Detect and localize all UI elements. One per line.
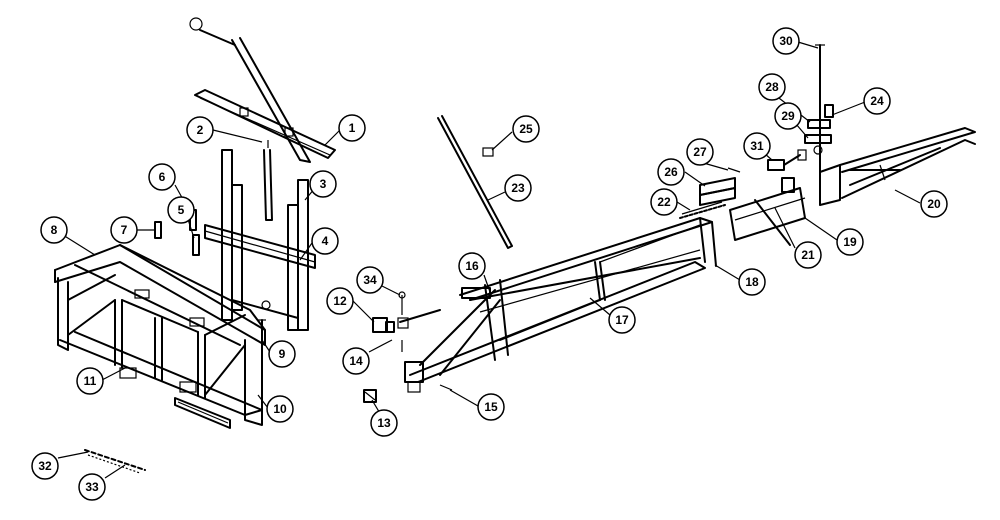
bolt-assembly-31 <box>767 149 807 171</box>
chain-32-33 <box>84 449 146 474</box>
center-frame-assembly <box>54 244 266 426</box>
callout-1: 1 <box>338 114 366 142</box>
callout-17: 17 <box>608 306 636 334</box>
callout-31: 31 <box>743 132 771 160</box>
svg-text:30: 30 <box>779 34 793 48</box>
svg-text:12: 12 <box>333 294 347 308</box>
callout-3: 3 <box>309 170 337 198</box>
bracket-26-27 <box>699 167 741 206</box>
svg-text:4: 4 <box>322 234 329 248</box>
svg-text:19: 19 <box>843 235 857 249</box>
callout-14: 14 <box>342 347 370 375</box>
svg-text:14: 14 <box>349 354 363 368</box>
pivot-hardware <box>363 291 441 403</box>
callout-12: 12 <box>326 287 354 315</box>
callout-9: 9 <box>268 340 296 368</box>
svg-text:29: 29 <box>781 109 795 123</box>
callout-28: 28 <box>758 73 786 101</box>
svg-text:1: 1 <box>349 121 356 135</box>
callout-4: 4 <box>311 227 339 255</box>
callout-33: 33 <box>78 473 106 501</box>
callout-27: 27 <box>686 138 714 166</box>
callout-13: 13 <box>370 409 398 437</box>
breakaway-assembly <box>804 44 834 181</box>
svg-text:8: 8 <box>51 223 58 237</box>
pin-15 <box>439 384 453 391</box>
callout-22: 22 <box>650 188 678 216</box>
callout-18: 18 <box>738 268 766 296</box>
lift-mast <box>204 149 316 331</box>
svg-text:3: 3 <box>320 177 327 191</box>
callout-5: 5 <box>167 196 195 224</box>
lift-cylinder <box>263 140 273 221</box>
callout-21: 21 <box>794 241 822 269</box>
callout-29: 29 <box>774 102 802 130</box>
svg-text:27: 27 <box>693 145 707 159</box>
svg-text:15: 15 <box>484 400 498 414</box>
top-link-arm <box>189 17 311 163</box>
svg-text:17: 17 <box>615 313 629 327</box>
callout-30: 30 <box>772 27 800 55</box>
svg-text:16: 16 <box>465 259 479 273</box>
callout-24: 24 <box>863 87 891 115</box>
svg-text:34: 34 <box>363 273 377 287</box>
callout-10: 10 <box>266 395 294 423</box>
svg-text:31: 31 <box>750 139 764 153</box>
callout-6: 6 <box>148 163 176 191</box>
svg-text:22: 22 <box>657 195 671 209</box>
svg-text:11: 11 <box>84 374 97 388</box>
callout-23: 23 <box>504 174 532 202</box>
inner-boom <box>404 217 717 393</box>
svg-text:9: 9 <box>279 347 286 361</box>
svg-text:28: 28 <box>765 80 779 94</box>
svg-text:25: 25 <box>519 122 533 136</box>
callout-19: 19 <box>836 228 864 256</box>
leader-lines <box>57 41 921 479</box>
svg-text:2: 2 <box>197 123 204 137</box>
callout-26: 26 <box>657 158 685 186</box>
svg-text:24: 24 <box>870 94 884 108</box>
callout-15: 15 <box>477 393 505 421</box>
svg-text:26: 26 <box>664 165 678 179</box>
callout-8: 8 <box>40 216 68 244</box>
svg-text:7: 7 <box>121 223 128 237</box>
svg-text:10: 10 <box>273 402 287 416</box>
callout-32: 32 <box>31 452 59 480</box>
svg-text:18: 18 <box>745 275 759 289</box>
callout-2: 2 <box>186 116 214 144</box>
svg-text:5: 5 <box>178 203 185 217</box>
svg-text:32: 32 <box>38 459 52 473</box>
svg-text:20: 20 <box>927 197 941 211</box>
outer-boom <box>819 127 976 206</box>
callout-7: 7 <box>110 216 138 244</box>
svg-text:23: 23 <box>511 181 525 195</box>
callout-25: 25 <box>512 115 540 143</box>
svg-text:6: 6 <box>159 170 166 184</box>
callout-16: 16 <box>458 252 486 280</box>
callout-20: 20 <box>920 190 948 218</box>
callout-11: 11 <box>76 367 104 395</box>
cross-bar <box>194 89 336 159</box>
callout-34: 34 <box>356 266 384 294</box>
svg-text:21: 21 <box>801 248 815 262</box>
svg-text:13: 13 <box>377 416 391 430</box>
diagonal-brace-rod <box>437 115 513 249</box>
svg-text:33: 33 <box>85 480 99 494</box>
fold-section <box>679 177 806 246</box>
lift-bar <box>174 397 231 429</box>
